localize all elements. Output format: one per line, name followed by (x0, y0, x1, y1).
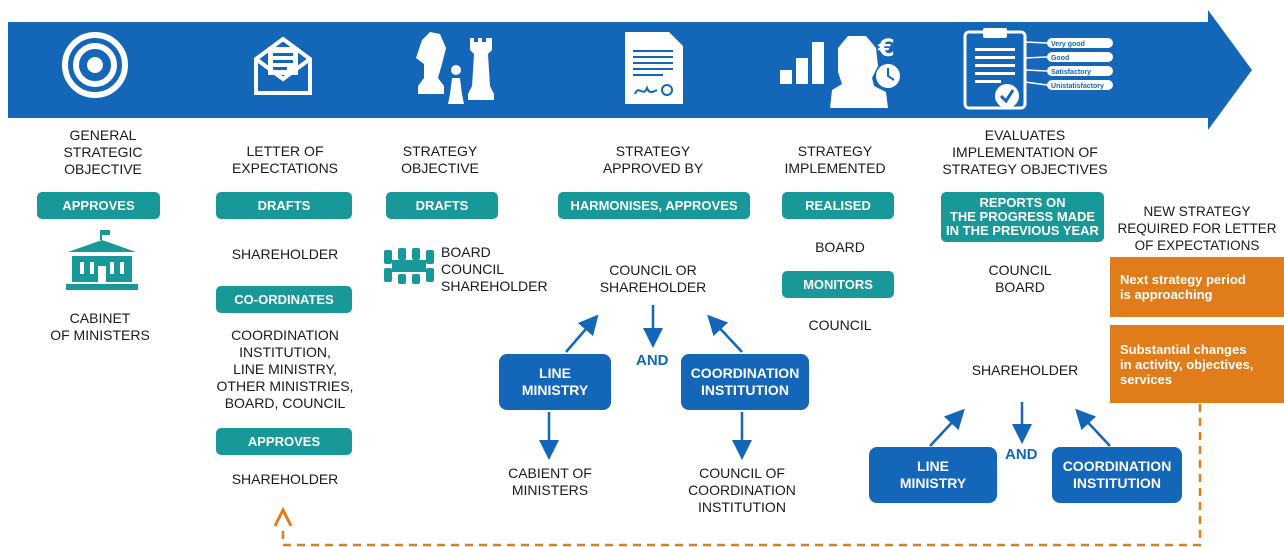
line-ministry-box: LINE MINISTRY (499, 354, 611, 410)
line-ministry-box-2: LINE MINISTRY (869, 447, 997, 503)
next-strategy-period-box: Next strategy period is approaching (1110, 257, 1284, 317)
signed-document-icon (625, 32, 683, 104)
rating-satisfactory: Satisfactory (1051, 69, 1091, 76)
col5-title: STRATEGY IMPLEMENTED (784, 143, 886, 176)
coordination-institution-box: COORDINATION INSTITUTION (681, 354, 809, 410)
col4-title: STRATEGY APPROVED BY (602, 143, 704, 176)
and-label: AND (636, 352, 669, 369)
col4-actor: COUNCIL OR SHAREHOLDER (599, 262, 707, 295)
rating-very-good: Very good (1051, 41, 1085, 48)
col6-shareholder: SHAREHOLDER (971, 362, 1079, 378)
chess-icon (416, 32, 494, 104)
col2-title: LETTER OF EXPECTATIONS (231, 143, 339, 176)
svg-text:€: € (877, 34, 895, 62)
monitors-pill: MONITORS (782, 271, 894, 298)
realised-pill: REALISED (782, 192, 894, 219)
drafts-pill-letter: DRAFTS (216, 192, 352, 219)
col1-actor: CABINET OF MINISTERS (50, 310, 150, 343)
col5-actor-council: COUNCIL (808, 317, 872, 333)
coordination-institution-box-2: COORDINATION INSTITUTION (1052, 447, 1182, 503)
col3-actor: BOARD COUNCIL SHAREHOLDER (441, 244, 548, 294)
target-icon (62, 32, 128, 98)
approves-pill-letter: APPROVES (216, 428, 352, 455)
rating-unsatisfactory: Unistatisfactory (1051, 83, 1104, 90)
col7-title: NEW STRATEGY REQUIRED FOR LETTER OF EXPE… (1117, 204, 1277, 253)
meeting-table-icon (384, 248, 434, 284)
col3-title: STRATEGY OBJECTIVE (401, 143, 479, 176)
rating-good: Good (1051, 55, 1069, 62)
col2-actor-coordination: COORDINATION INSTITUTION, LINE MINISTRY,… (216, 327, 354, 411)
substantial-changes-box: Substantial changes in activity, objecti… (1110, 325, 1284, 403)
envelope-icon (254, 36, 312, 95)
person-chart-euro-icon: € (780, 34, 900, 108)
col2-actor-shareholder-final: SHAREHOLDER (231, 471, 339, 487)
col6-actor: COUNCIL BOARD (988, 262, 1052, 295)
approves-pill: APPROVES (37, 192, 160, 219)
coordinates-pill: CO-ORDINATES (216, 286, 352, 313)
clipboard-checklist-icon: Very good Good Satisfactory Unistatisfac… (963, 28, 1113, 110)
drafts-pill-strategy: DRAFTS (386, 192, 498, 219)
harmonises-approves-pill: HARMONISES, APPROVES (558, 192, 750, 219)
col5-actor-board: BOARD (815, 239, 865, 255)
government-building-icon (66, 230, 138, 290)
and-label-2: AND (1005, 446, 1038, 463)
col1-title: GENERAL STRATEGIC OBJECTIVE (63, 127, 143, 177)
col6-title: EVALUATES IMPLEMENTATION OF STRATEGY OBJ… (942, 127, 1108, 177)
reports-progress-pill: REPORTS ON THE PROGRESS MADE IN THE PREV… (941, 192, 1104, 242)
council-of-coordination-label: COUNCIL OF COORDINATION INSTITUTION (688, 465, 796, 515)
cabinet-of-ministers-label: CABIENT OF MINISTERS (508, 465, 592, 498)
col2-actor-shareholder: SHAREHOLDER (231, 246, 339, 262)
